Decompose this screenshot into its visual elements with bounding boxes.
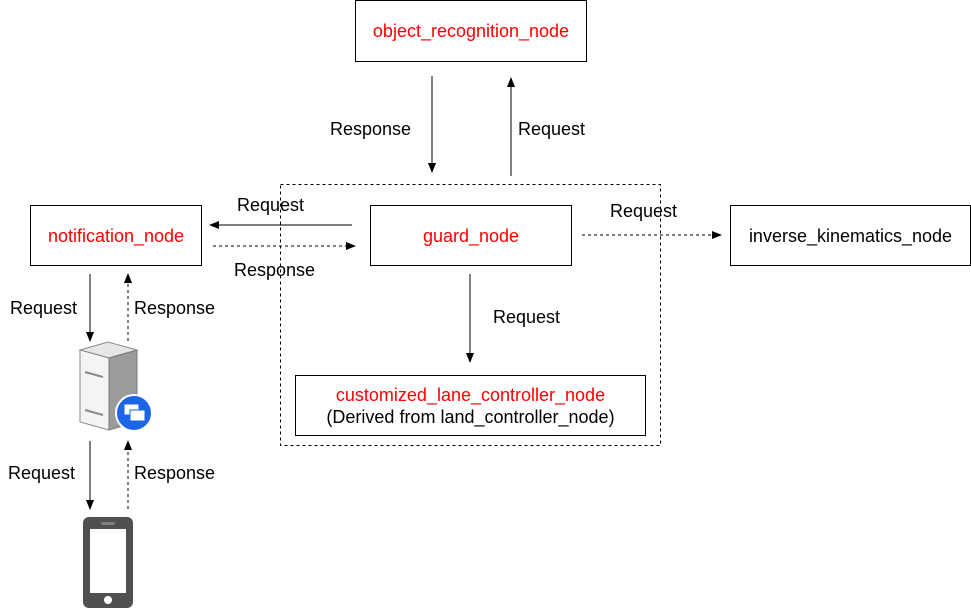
label-server-response: Response <box>134 298 216 318</box>
customized-lane-controller-node[interactable]: customized_lane_controller_node (Derived… <box>295 375 646 436</box>
label-notif-request: Request <box>237 195 305 215</box>
customized-lane-controller-node-label: customized_lane_controller_node <box>335 384 606 405</box>
label-clc-request: Request <box>493 307 561 327</box>
label-obj-response: Response <box>330 119 412 139</box>
customized-lane-controller-node-sublabel: (Derived from land_controller_node) <box>326 406 615 427</box>
server-icon <box>78 341 153 432</box>
label-notif-response: Response <box>234 260 316 280</box>
guard-node-label: guard_node <box>422 225 520 246</box>
label-obj-request: Request <box>518 119 586 139</box>
guard-node[interactable]: guard_node <box>370 205 572 266</box>
guard-group-boundary <box>280 184 661 446</box>
label-phone-response: Response <box>134 463 216 483</box>
object-recognition-node-label: object_recognition_node <box>372 21 570 41</box>
object-recognition-node[interactable]: object_recognition_node <box>355 0 587 62</box>
inverse-kinematics-node[interactable]: inverse_kinematics_node <box>730 205 971 266</box>
notification-node[interactable]: notification_node <box>30 205 202 266</box>
label-ik-request: Request <box>610 201 678 221</box>
inverse-kinematics-node-label: inverse_kinematics_node <box>748 225 953 246</box>
notification-node-label: notification_node <box>47 225 185 246</box>
label-server-request: Request <box>10 298 78 318</box>
label-phone-request: Request <box>8 463 76 483</box>
mobile-phone-icon <box>83 517 133 608</box>
